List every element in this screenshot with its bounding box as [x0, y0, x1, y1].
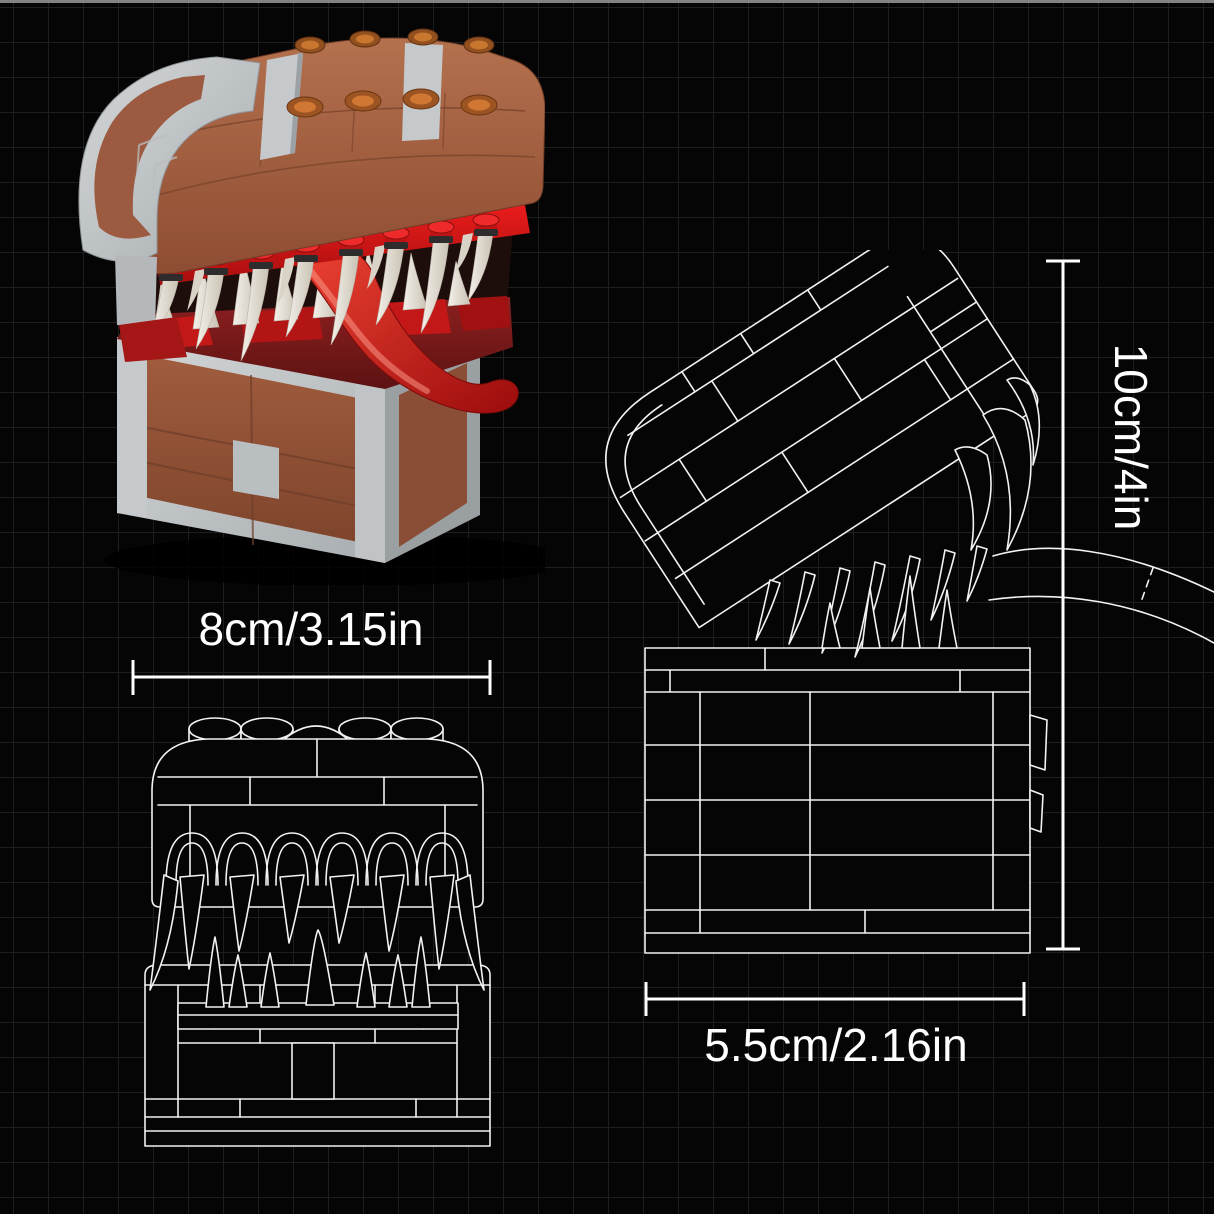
lid-studs-back: [294, 28, 495, 54]
side-tongue-outline: [988, 547, 1214, 644]
lid-studs-front: [286, 88, 498, 118]
lid-end-cap: [78, 56, 261, 362]
depth-dimension-label: 5.5cm/2.16in: [704, 1019, 968, 1071]
width-dimension-label: 8cm/3.15in: [198, 603, 424, 655]
chest-base: [117, 337, 480, 563]
front-gum-arcade: [165, 832, 469, 886]
side-hanging-teeth: [755, 545, 988, 658]
side-claw-teeth: [954, 377, 1041, 551]
side-view-wireframe: [605, 250, 1214, 954]
front-lower-jaw: [177, 929, 459, 1030]
mimic-chest-photo: [78, 28, 545, 585]
side-lid-outline: [605, 250, 1039, 629]
top-edge-strip: [0, 0, 1214, 3]
side-lower-teeth: [821, 575, 958, 649]
front-upper-teeth: [149, 874, 485, 991]
chest-shadow: [105, 534, 545, 585]
side-base-outline: [644, 647, 1048, 954]
front-view-wireframe: [144, 717, 491, 1147]
height-dimension-label: 10cm/4in: [1105, 343, 1157, 531]
